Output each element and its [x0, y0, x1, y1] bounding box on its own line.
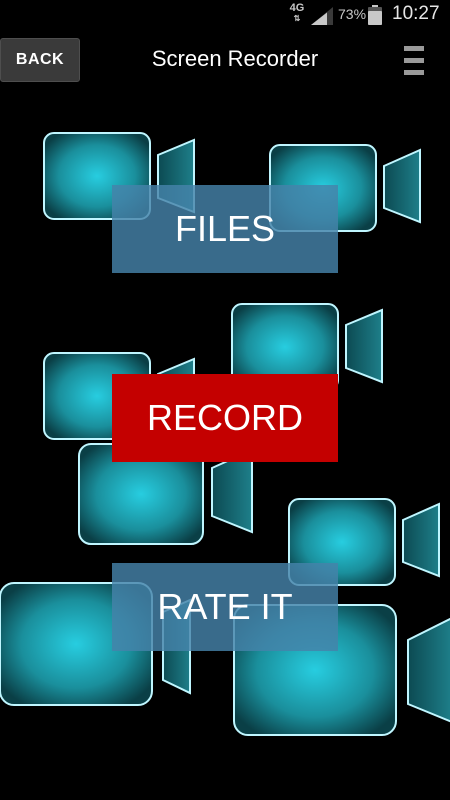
clock: 10:27 [392, 3, 440, 24]
rate-it-button[interactable]: RATE IT [112, 563, 338, 651]
record-button[interactable]: RECORD [112, 374, 338, 462]
back-button[interactable]: BACK [0, 38, 80, 82]
hamburger-menu-icon[interactable] [402, 44, 426, 78]
network-type: 4G [289, 2, 305, 14]
page-title: Screen Recorder [151, 46, 319, 71]
signal-strength-icon [311, 7, 333, 25]
data-activity-icon: ⇅ [293, 14, 301, 23]
network-indicator: 4G ⇅ [288, 2, 306, 24]
battery-icon [368, 5, 382, 25]
battery-percent: 73% [338, 6, 367, 22]
status-bar: 4G ⇅ 73% 10:27 [0, 0, 450, 32]
files-button[interactable]: FILES [112, 185, 338, 273]
